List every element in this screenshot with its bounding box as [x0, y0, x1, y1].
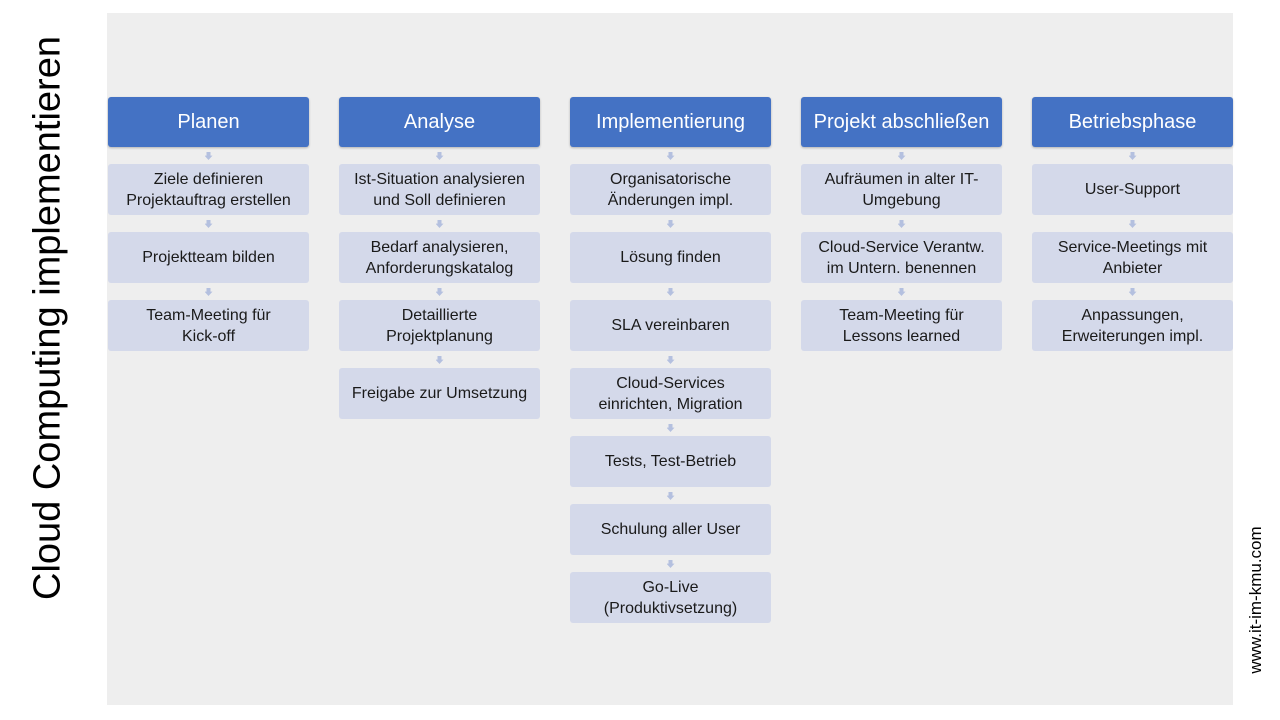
phase-step: Lösung finden	[570, 232, 771, 283]
phase-header: Projekt abschließen	[801, 97, 1002, 147]
phase-step: Schulung aller User	[570, 504, 771, 555]
phase-step: Ziele definieren Projektauftrag erstelle…	[108, 164, 309, 215]
diagram-title: Cloud Computing implementieren	[18, 0, 78, 720]
diagram-title-text: Cloud Computing implementieren	[26, 36, 69, 600]
phase-step: Tests, Test-Betrieb	[570, 436, 771, 487]
phase-step: Aufräumen in alter IT- Umgebung	[801, 164, 1002, 215]
phase-column-betriebsphase: Betriebsphase User-Support Service-Meeti…	[1032, 97, 1233, 351]
phase-step: Team-Meeting für Kick-off	[108, 300, 309, 351]
phase-header: Betriebsphase	[1032, 97, 1233, 147]
phase-step: Organisatorische Änderungen impl.	[570, 164, 771, 215]
phase-column-implementierung: Implementierung Organisatorische Änderun…	[570, 97, 771, 623]
phase-column-planen: Planen Ziele definieren Projektauftrag e…	[108, 97, 309, 351]
phase-step: Cloud-Services einrichten, Migration	[570, 368, 771, 419]
phase-step: Projektteam bilden	[108, 232, 309, 283]
website-credit-text: www.it-im-kmu.com	[1246, 526, 1265, 674]
phase-step: User-Support	[1032, 164, 1233, 215]
phase-step: Go-Live (Produktivsetzung)	[570, 572, 771, 623]
phase-header: Planen	[108, 97, 309, 147]
phase-column-projekt-abschliessen: Projekt abschließen Aufräumen in alter I…	[801, 97, 1002, 351]
phase-step: Service-Meetings mit Anbieter	[1032, 232, 1233, 283]
phase-header: Analyse	[339, 97, 540, 147]
phase-step: Detaillierte Projektplanung	[339, 300, 540, 351]
diagram-panel: Planen Ziele definieren Projektauftrag e…	[107, 13, 1233, 705]
phase-header: Implementierung	[570, 97, 771, 147]
phase-step: Cloud-Service Verantw. im Untern. benenn…	[801, 232, 1002, 283]
phase-column-analyse: Analyse Ist-Situation analysieren und So…	[339, 97, 540, 419]
phase-step: SLA vereinbaren	[570, 300, 771, 351]
phase-step: Bedarf analysieren, Anforderungskatalog	[339, 232, 540, 283]
phase-step: Ist-Situation analysieren und Soll defin…	[339, 164, 540, 215]
website-credit: www.it-im-kmu.com	[1236, 500, 1276, 700]
phase-step: Freigabe zur Umsetzung	[339, 368, 540, 419]
phase-step: Team-Meeting für Lessons learned	[801, 300, 1002, 351]
phase-step: Anpassungen, Erweiterungen impl.	[1032, 300, 1233, 351]
